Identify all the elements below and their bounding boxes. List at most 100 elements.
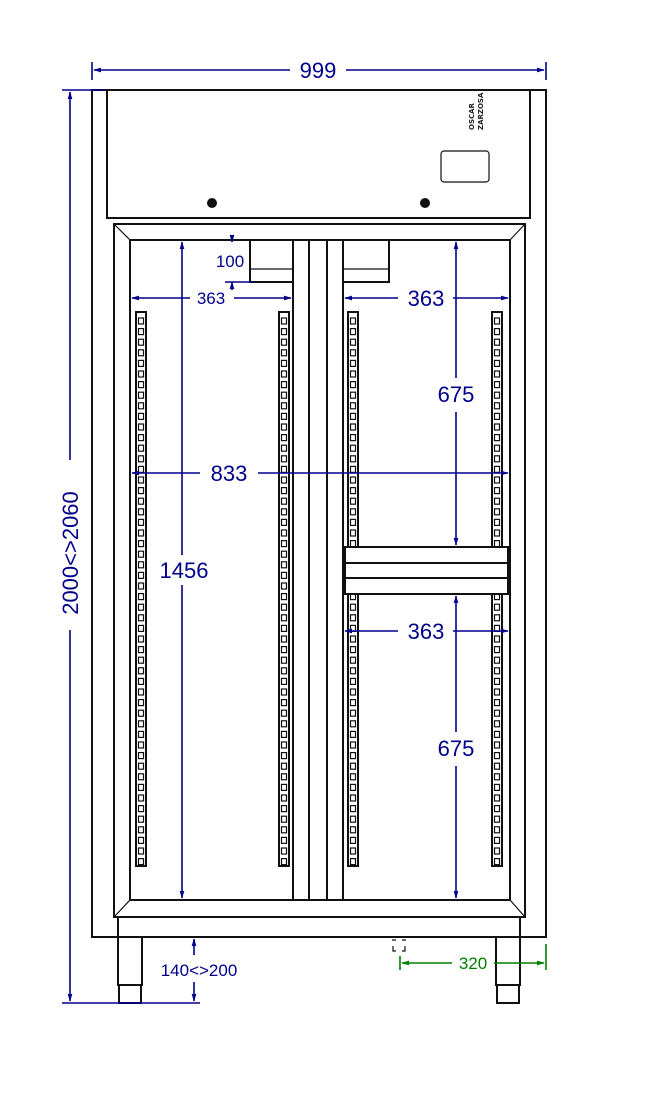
rail-slot xyxy=(137,476,145,484)
rail-slot xyxy=(280,783,288,792)
rail-slot xyxy=(280,794,288,802)
rail-slot xyxy=(280,857,288,866)
rail-slot xyxy=(280,688,288,696)
rail-slot xyxy=(493,667,501,675)
rail-slot xyxy=(137,773,145,781)
rail-slot xyxy=(493,465,501,473)
rail-slot xyxy=(493,338,501,346)
cabinet-body: OSCAR ZARZOSA xyxy=(91,89,547,1004)
rail-slot xyxy=(349,857,357,866)
rail-slot xyxy=(493,677,501,686)
rail-slot xyxy=(493,751,501,760)
rail-slot xyxy=(493,391,501,399)
rail-slot xyxy=(280,603,288,611)
rail-slot xyxy=(280,709,288,717)
drain xyxy=(392,939,406,952)
rail-slot xyxy=(349,698,357,707)
rail-slot xyxy=(280,476,288,484)
center-mullion xyxy=(292,239,344,901)
rail-slot xyxy=(280,423,288,431)
rail-slot xyxy=(137,836,145,845)
rail-slot xyxy=(493,656,501,664)
rail-slot xyxy=(349,487,357,495)
dim-right-width-top: 363 xyxy=(408,286,445,311)
rail-slot xyxy=(137,730,145,739)
dim-top-gap: 100 xyxy=(216,252,244,271)
rail-slot xyxy=(137,423,145,431)
rail-slot xyxy=(280,359,288,367)
rail-slot xyxy=(137,709,145,717)
rail-slot xyxy=(137,720,145,728)
svg-text:ZARZOSA: ZARZOSA xyxy=(477,92,485,130)
dim-interior-width: 833 xyxy=(211,461,248,486)
rail-slot xyxy=(493,688,501,696)
rail-slot xyxy=(493,539,501,548)
rail-slot xyxy=(493,698,501,707)
rail-slot xyxy=(349,603,357,611)
rail-slot xyxy=(137,359,145,367)
rail-slot xyxy=(280,741,288,749)
rail-slot xyxy=(280,391,288,399)
rail-slot xyxy=(493,370,501,378)
rail-slot xyxy=(137,518,145,527)
rail-slot xyxy=(137,656,145,664)
rail-slot xyxy=(137,497,145,505)
rail-slot xyxy=(280,434,288,442)
rail-slot xyxy=(137,455,145,463)
rail-slot xyxy=(280,614,288,622)
rail-slot xyxy=(280,582,288,590)
rail-slot xyxy=(349,434,357,442)
rail-slot xyxy=(137,635,145,643)
rail-slot xyxy=(137,614,145,622)
rail-slot xyxy=(349,444,357,452)
rail-slot xyxy=(280,635,288,643)
rail-slot xyxy=(280,836,288,845)
rail-slot xyxy=(137,402,145,410)
rail-slot xyxy=(493,328,501,336)
dim-drain-offset: 320 xyxy=(459,954,487,973)
rail-slot xyxy=(493,402,501,410)
rail-slot xyxy=(137,571,145,580)
leg xyxy=(117,937,143,1004)
rail-slot xyxy=(493,836,501,845)
rail-slot xyxy=(280,762,288,770)
rail-slot xyxy=(349,614,357,622)
rail-slot xyxy=(349,826,357,834)
rail-slot xyxy=(493,826,501,834)
rail-slot xyxy=(493,381,501,389)
rail-slot xyxy=(280,518,288,527)
dim-overall-width: 999 xyxy=(300,58,337,83)
rail-slot xyxy=(493,645,501,654)
rail-slot xyxy=(493,741,501,749)
rail-slot xyxy=(137,783,145,792)
rail-slot xyxy=(493,847,501,855)
rail-slot xyxy=(137,677,145,686)
rail-slot xyxy=(137,508,145,516)
dim-right-width-bottom: 363 xyxy=(408,619,445,644)
rail-slot xyxy=(137,741,145,749)
rail-slot xyxy=(280,550,288,558)
rail-slot xyxy=(493,497,501,505)
rail-slot xyxy=(349,645,357,654)
rail-slot xyxy=(280,381,288,389)
rail-slot xyxy=(137,592,145,601)
rail-slot xyxy=(280,317,288,325)
dim-overall-height: 2000<>2060 xyxy=(58,491,83,615)
rail-slot xyxy=(137,688,145,696)
rail-slot xyxy=(280,561,288,569)
rail-slot xyxy=(349,762,357,770)
rail-slot xyxy=(137,465,145,473)
rail-slot xyxy=(493,709,501,717)
screw-icon xyxy=(420,198,430,208)
rail-slot xyxy=(349,497,357,505)
rail-slot xyxy=(280,455,288,463)
rail-slot xyxy=(493,529,501,537)
rail-slot xyxy=(349,720,357,728)
rail-slot xyxy=(137,804,145,813)
rail xyxy=(278,311,290,867)
rail-slot xyxy=(280,645,288,654)
leg xyxy=(495,937,521,1004)
rail-slot xyxy=(137,582,145,590)
rail-slot xyxy=(349,783,357,792)
